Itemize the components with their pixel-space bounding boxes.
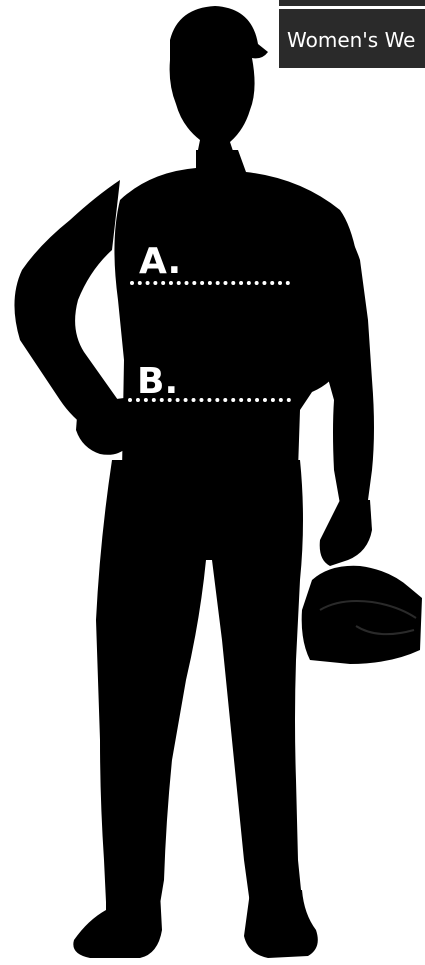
banner-rule — [279, 6, 425, 9]
measurement-label-a: A. — [139, 244, 181, 280]
measurement-line-b — [128, 398, 291, 402]
measurement-line-a — [130, 281, 290, 285]
banner-title: Women's We — [287, 28, 416, 52]
measurement-label-b: B. — [137, 364, 178, 400]
size-chart-banner: Women's We — [279, 0, 425, 68]
